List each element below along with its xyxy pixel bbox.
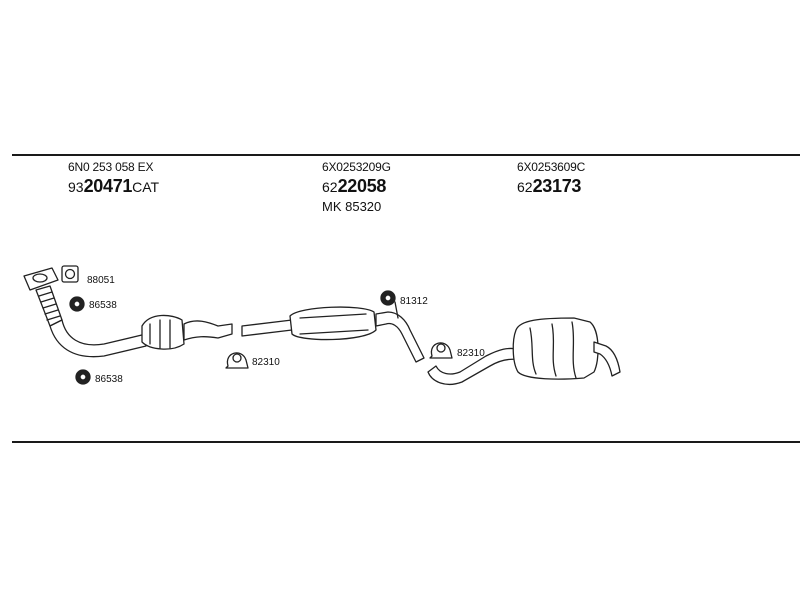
oem-number: 6X0253209G bbox=[322, 160, 391, 174]
mounting-kit-number: MK 85320 bbox=[322, 199, 382, 214]
top-divider bbox=[12, 154, 800, 156]
oem-number: 6N0 253 058 EX bbox=[68, 160, 154, 174]
rubber-mount-icon bbox=[75, 369, 91, 385]
part-number: 6223173 bbox=[517, 176, 582, 196]
oem-number: 6X0253609C bbox=[517, 160, 586, 174]
clamp-label-left: 82310 bbox=[252, 357, 280, 368]
part-number: 9320471CAT bbox=[68, 176, 160, 196]
gasket-icon bbox=[61, 265, 79, 283]
clamp-icon bbox=[429, 342, 453, 359]
bottom-divider bbox=[12, 441, 800, 443]
gasket-label: 88051 bbox=[87, 275, 115, 286]
part-number: 6222058 bbox=[322, 176, 387, 196]
part-header-middle-silencer: 6X0253209G 6222058 MK 85320 bbox=[322, 160, 391, 214]
rear-silencer bbox=[427, 317, 621, 386]
mount-label-lower: 86538 bbox=[95, 374, 123, 385]
clamp-label-right: 82310 bbox=[457, 348, 485, 359]
hanger-label: 81312 bbox=[400, 296, 428, 307]
rubber-mount-icon bbox=[380, 290, 396, 306]
front-pipe-catalyst bbox=[23, 267, 233, 358]
leader-line bbox=[394, 301, 399, 319]
part-header-rear-silencer: 6X0253609C 6223173 bbox=[517, 160, 585, 197]
part-header-catalyst: 6N0 253 058 EX 9320471CAT bbox=[68, 160, 159, 197]
middle-silencer bbox=[241, 306, 425, 363]
rubber-mount-icon bbox=[69, 296, 85, 312]
mount-label-upper: 86538 bbox=[89, 300, 117, 311]
clamp-icon bbox=[225, 352, 249, 369]
